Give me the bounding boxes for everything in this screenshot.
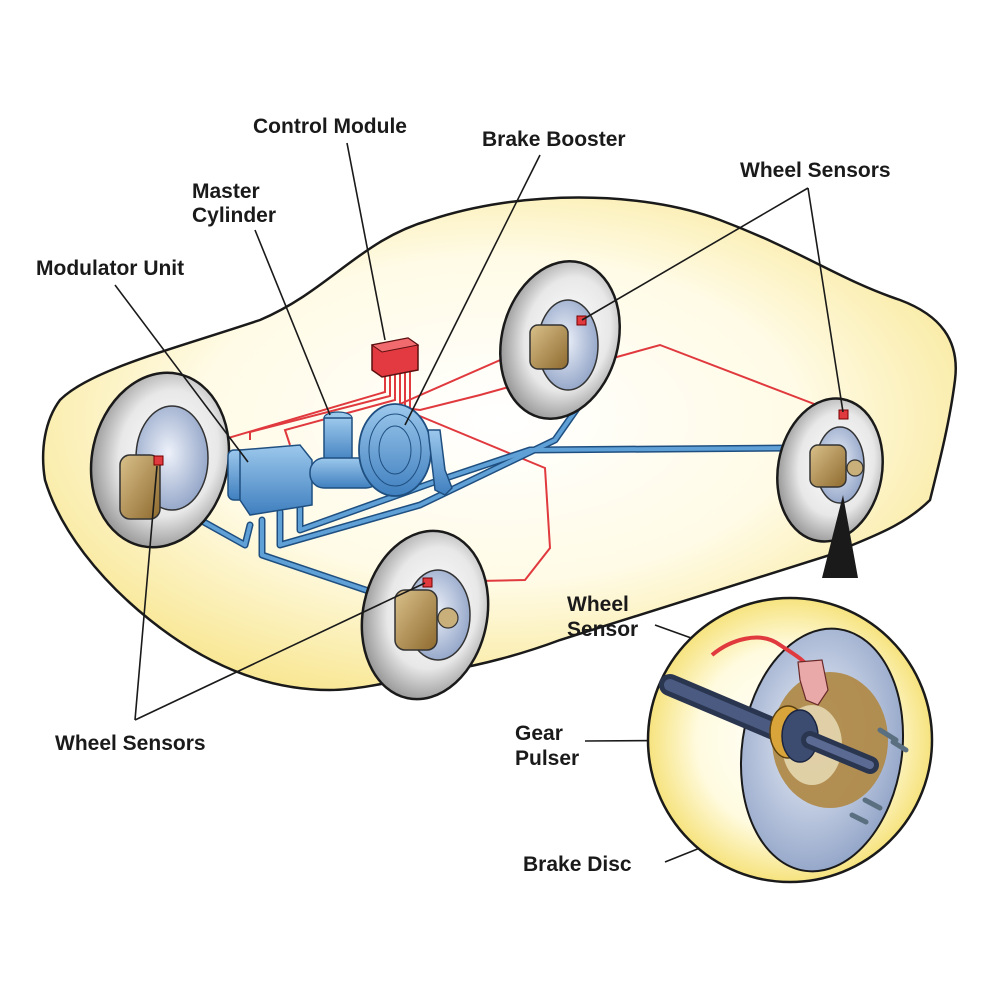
- label-modulator-unit: Modulator Unit: [36, 257, 185, 280]
- label-control-module: Control Module: [253, 115, 407, 138]
- label-inset-wheel-sensor-line1: Wheel: [567, 593, 629, 616]
- wheel-rear-right: [776, 397, 884, 543]
- wheel-sensor-rear-right: [838, 409, 849, 420]
- label-master-cylinder-line2: Cylinder: [192, 204, 277, 227]
- label-brake-booster: Brake Booster: [482, 128, 626, 151]
- label-gear-pulser-line1: Gear: [515, 722, 563, 745]
- modulator-unit: [227, 444, 313, 516]
- label-master-cylinder-line1: Master: [192, 180, 260, 203]
- label-gear-pulser-line2: Pulser: [515, 747, 580, 770]
- wheel-rear-left: [499, 260, 621, 420]
- wheel-sensor-inset: [797, 659, 829, 706]
- label-wheel-sensors-top: Wheel Sensors: [740, 159, 891, 182]
- inset-magnified-view: [646, 596, 934, 884]
- wheel-front-left: [89, 371, 231, 549]
- control-module: [370, 337, 420, 378]
- wheel-sensor-front-right: [422, 577, 433, 588]
- label-wheel-sensors-bottom: Wheel Sensors: [55, 732, 206, 755]
- label-brake-disc: Brake Disc: [523, 853, 632, 876]
- car-body: [41, 196, 957, 692]
- brake-booster: [358, 403, 453, 497]
- wheel-sensor-front-left: [153, 455, 164, 466]
- label-inset-wheel-sensor-line2: Sensor: [567, 618, 639, 641]
- wheel-sensor-rear-left: [576, 315, 587, 326]
- inset-pointer: [822, 495, 858, 578]
- wheel-front-right: [360, 529, 490, 701]
